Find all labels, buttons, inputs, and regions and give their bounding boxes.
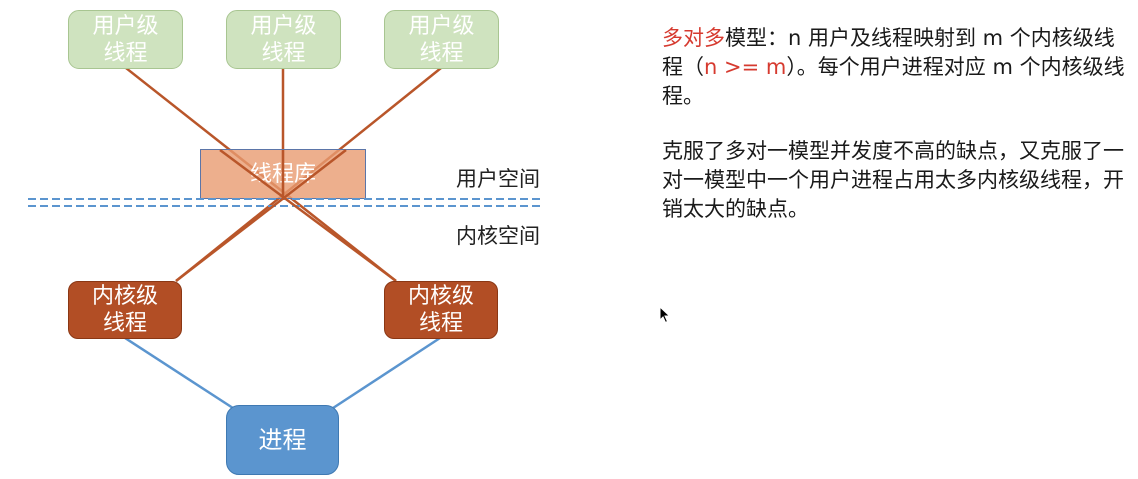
model-description-text-2: ）。每个用户进程对应 m 个内核级线程。 <box>662 55 1125 108</box>
mouse-cursor-icon <box>659 306 671 324</box>
mapping-lines-overlay <box>175 148 397 283</box>
process-line <box>124 336 237 412</box>
mapping-line <box>175 149 347 282</box>
process-node: 进程 <box>226 405 339 475</box>
model-name-highlight: 多对多 <box>662 26 725 50</box>
explanation-panel: 多对多模型：n 用户及线程映射到 m 个内核级线程（n >= m）。每个用户进程… <box>662 24 1134 250</box>
kernel-thread-node: 内核级 线程 <box>384 281 498 339</box>
kernel-thread-node: 内核级 线程 <box>68 281 182 339</box>
user-thread-node: 用户级 线程 <box>68 10 183 69</box>
user-thread-node: 用户级 线程 <box>384 10 499 69</box>
advantages-paragraph: 克服了多对一模型并发度不高的缺点，又克服了一对一模型中一个用户进程占用太多内核级… <box>662 139 1124 221</box>
process-line <box>329 336 441 412</box>
kernel-space-label: 内核空间 <box>456 224 540 248</box>
model-description: 多对多模型：n 用户及线程映射到 m 个内核级线程（n >= m）。每个用户进程… <box>662 24 1134 111</box>
user-thread-node: 用户级 线程 <box>226 10 341 69</box>
mapping-line <box>219 148 397 283</box>
model-description-text: 模型：n 用户及线程映射到 m 个内核级线程（ <box>662 26 1115 79</box>
ratio-highlight: n >= m <box>704 55 787 79</box>
user-space-label: 用户空间 <box>456 167 540 191</box>
